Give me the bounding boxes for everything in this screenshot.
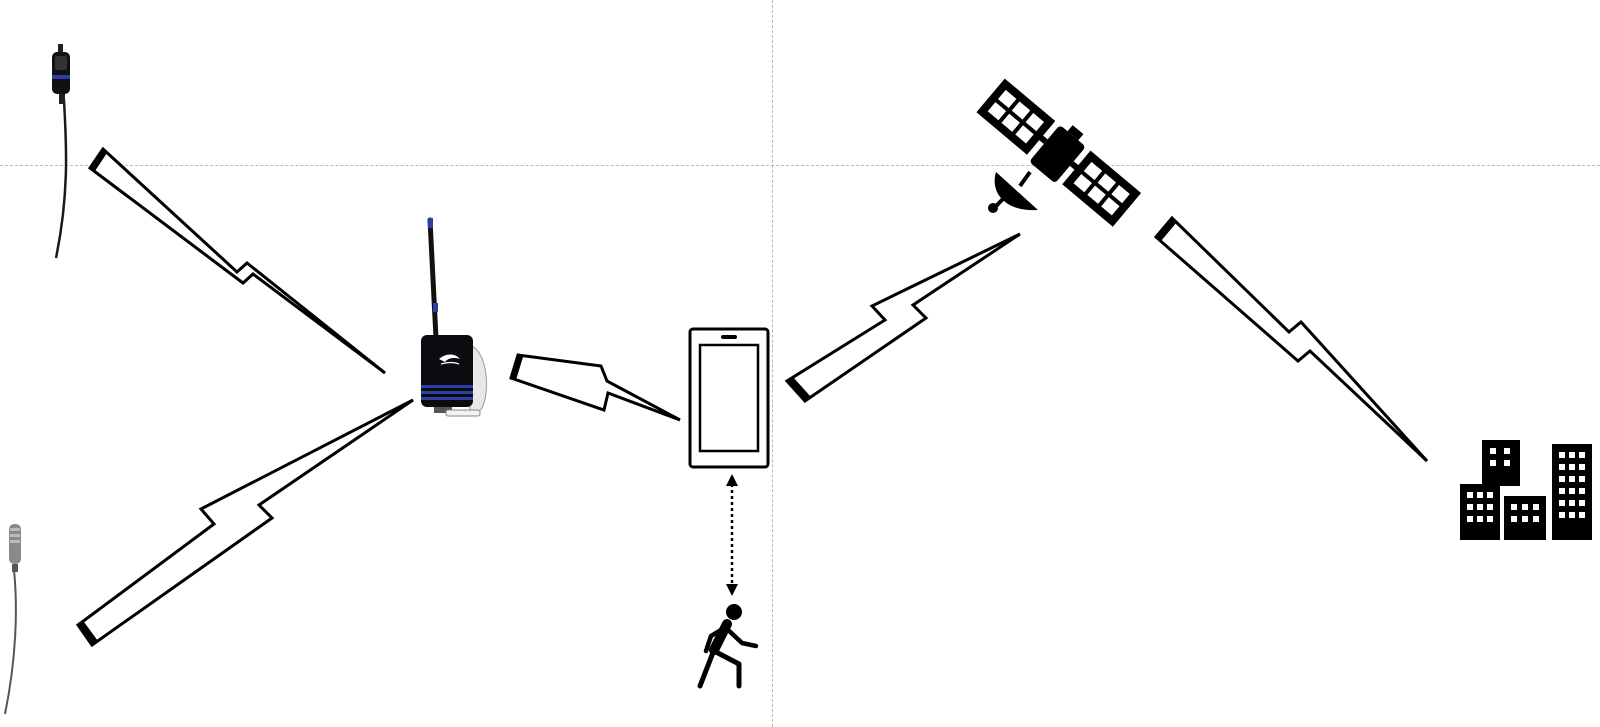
bolt-bodypack-to-phone bbox=[509, 353, 681, 422]
bolt-phone-to-satellite bbox=[784, 232, 1021, 403]
dotted-double-arrow bbox=[726, 474, 738, 596]
bolt-mic-lower-to-bodypack bbox=[75, 398, 414, 648]
horizontal-guide-line bbox=[0, 165, 1600, 166]
buildings-icon bbox=[1460, 440, 1592, 540]
lavalier-microphone-icon bbox=[4, 524, 21, 715]
walking-person-icon bbox=[697, 604, 759, 689]
bolt-mic-upper-to-bodypack bbox=[87, 146, 386, 375]
bodypack-transmitter-icon bbox=[421, 217, 487, 417]
lavalier-microphone-icon bbox=[52, 44, 70, 259]
smartphone-icon bbox=[688, 327, 770, 469]
bolt-satellite-to-city bbox=[1153, 215, 1429, 463]
vertical-guide-line bbox=[772, 0, 773, 727]
satellite-icon bbox=[976, 78, 1142, 227]
